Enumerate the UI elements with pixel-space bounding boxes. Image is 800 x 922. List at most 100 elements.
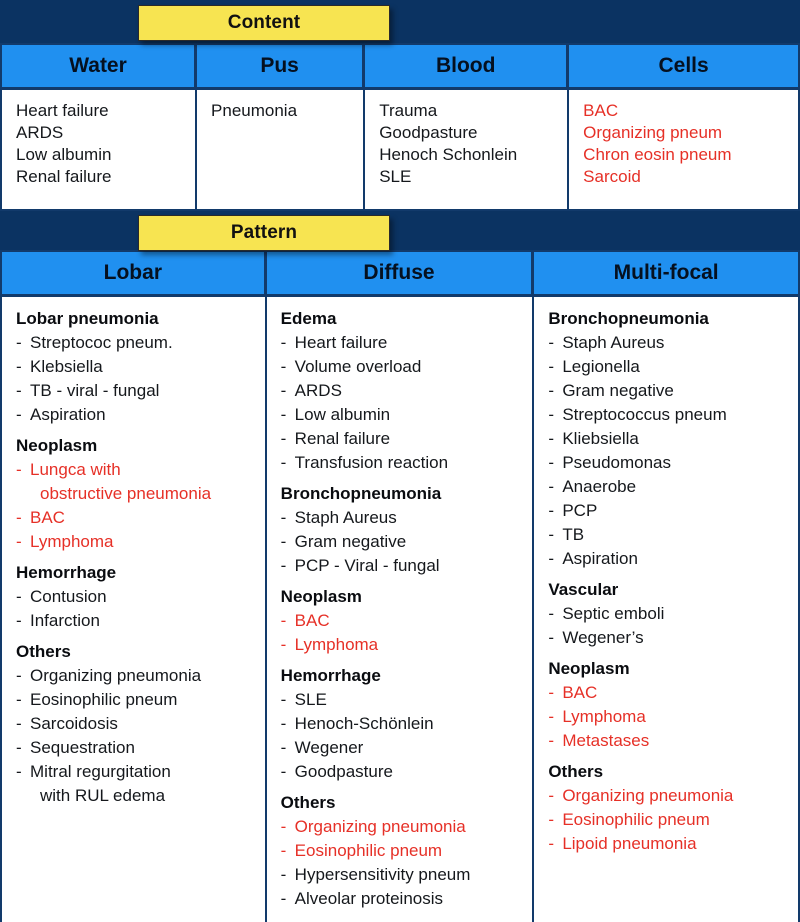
list-item: TB [548,523,792,547]
column-header-diffuse: Diffuse [267,252,535,294]
list-item: Eosinophilic pneum [16,688,259,712]
content-header-row: Water Pus Blood Cells [2,45,798,90]
list-item: Sarcoid [583,167,641,186]
list-item: Aspiration [548,547,792,571]
list-item: Henoch-Schönlein [281,712,527,736]
list-item: Organizing pneumonia [281,815,527,839]
category-items: Septic emboliWegener’s [548,602,792,650]
list-item: Sarcoidosis [16,712,259,736]
category-group: EdemaHeart failureVolume overloadARDSLow… [281,307,527,475]
category-group: NeoplasmBACLymphoma [281,585,527,657]
column-header-water: Water [2,45,198,87]
pattern-cell-multi-focal: BronchopneumoniaStaph AureusLegionellaGr… [534,297,798,922]
category-items: Organizing pneumoniaEosinophilic pneumHy… [281,815,527,911]
category-items: Organizing pneumoniaEosinophilic pneumSa… [16,664,259,808]
list-item: Goodpasture [281,760,527,784]
list-item: Hypersensitivity pneum [281,863,527,887]
category-group: OthersOrganizing pneumoniaEosinophilic p… [281,791,527,911]
list-item: Low albumin [281,403,527,427]
category-group: NeoplasmBACLymphomaMetastases [548,657,792,753]
category-title: Vascular [548,580,619,599]
list-item: Trauma [379,101,438,120]
category-title: Neoplasm [16,436,98,455]
list-item: BAC [281,609,527,633]
category-items: SLEHenoch-SchönleinWegenerGoodpasture [281,688,527,784]
list-item: Gram negative [281,530,527,554]
list-item: Heart failure [16,101,109,120]
list-item: Lymphoma [281,633,527,657]
list-item: Eosinophilic pneum [548,808,792,832]
list-item: BAC [16,506,259,530]
pattern-groups-lobar: Lobar pneumoniaStreptococ pneum.Klebsiel… [16,307,259,808]
column-header-cells: Cells [658,54,709,77]
list-item: Low albumin [16,145,112,164]
pattern-body-row: Lobar pneumoniaStreptococ pneum.Klebsiel… [2,297,798,922]
category-group: OthersOrganizing pneumoniaEosinophilic p… [16,640,259,808]
list-item: Klebsiella [16,355,259,379]
pattern-cell-diffuse: EdemaHeart failureVolume overloadARDSLow… [266,297,535,922]
list-item: SLE [379,167,412,186]
list-item: Sequestration [16,736,259,760]
list-item: Volume overload [281,355,527,379]
list-item: PCP [548,499,792,523]
category-items: ContusionInfarction [16,585,259,633]
category-title: Edema [280,309,337,328]
pattern-table: Lobar Diffuse Multi-focal Lobar pneumoni… [0,250,800,922]
column-header-lobar: Lobar [2,252,267,294]
category-title: Bronchopneumonia [280,484,442,503]
category-group: HemorrhageContusionInfarction [16,561,259,633]
list-item: Contusion [16,585,259,609]
list-item: Metastases [548,729,792,753]
pattern-cell-lobar: Lobar pneumoniaStreptococ pneum.Klebsiel… [2,297,267,922]
pattern-header-row: Lobar Diffuse Multi-focal [2,252,798,297]
list-item: Henoch Schonlein [379,145,518,164]
list-item: BAC [583,101,619,120]
list-item: Pseudomonas [548,451,792,475]
list-item: Gram negative [548,379,792,403]
list-item: Eosinophilic pneum [281,839,527,863]
list-item: Organizing pneum [583,123,723,142]
category-title: Hemorrhage [16,563,117,582]
category-group: OthersOrganizing pneumoniaEosinophilic p… [548,760,792,856]
list-item: Wegener’s [548,626,792,650]
list-item-continuation: with RUL edema [40,786,166,805]
category-title: Neoplasm [548,659,630,678]
list-item: Infarction [16,609,259,633]
category-title: Others [280,793,336,812]
list-item: Aspiration [16,403,259,427]
category-items: BACLymphoma [281,609,527,657]
list-item: Organizing pneumonia [16,664,259,688]
category-title: Hemorrhage [280,666,381,685]
category-title: Lobar pneumonia [16,309,159,328]
column-header-blood: Blood [365,45,570,87]
list-item: SLE [281,688,527,712]
list-item: Streptococcus pneum [548,403,792,427]
category-group: HemorrhageSLEHenoch-SchönleinWegenerGood… [281,664,527,784]
list-item: Renal failure [16,167,112,186]
category-group: BronchopneumoniaStaph AureusLegionellaGr… [548,307,792,571]
list-item: Heart failure [281,331,527,355]
category-title: Others [548,762,604,781]
category-group: BronchopneumoniaStaph AureusGram negativ… [281,482,527,578]
list-item: BAC [548,681,792,705]
list-item: Kliebsiella [548,427,792,451]
content-cell-pus: Pneumonia [197,90,366,209]
list-item: Renal failure [281,427,527,451]
list-item: Staph Aureus [548,331,792,355]
banner-pattern: Pattern [138,215,390,251]
list-item: Goodpasture [379,123,478,142]
list-item: Streptococ pneum. [16,331,259,355]
list-item: ARDS [281,379,527,403]
category-items: Heart failureVolume overloadARDSLow albu… [281,331,527,475]
